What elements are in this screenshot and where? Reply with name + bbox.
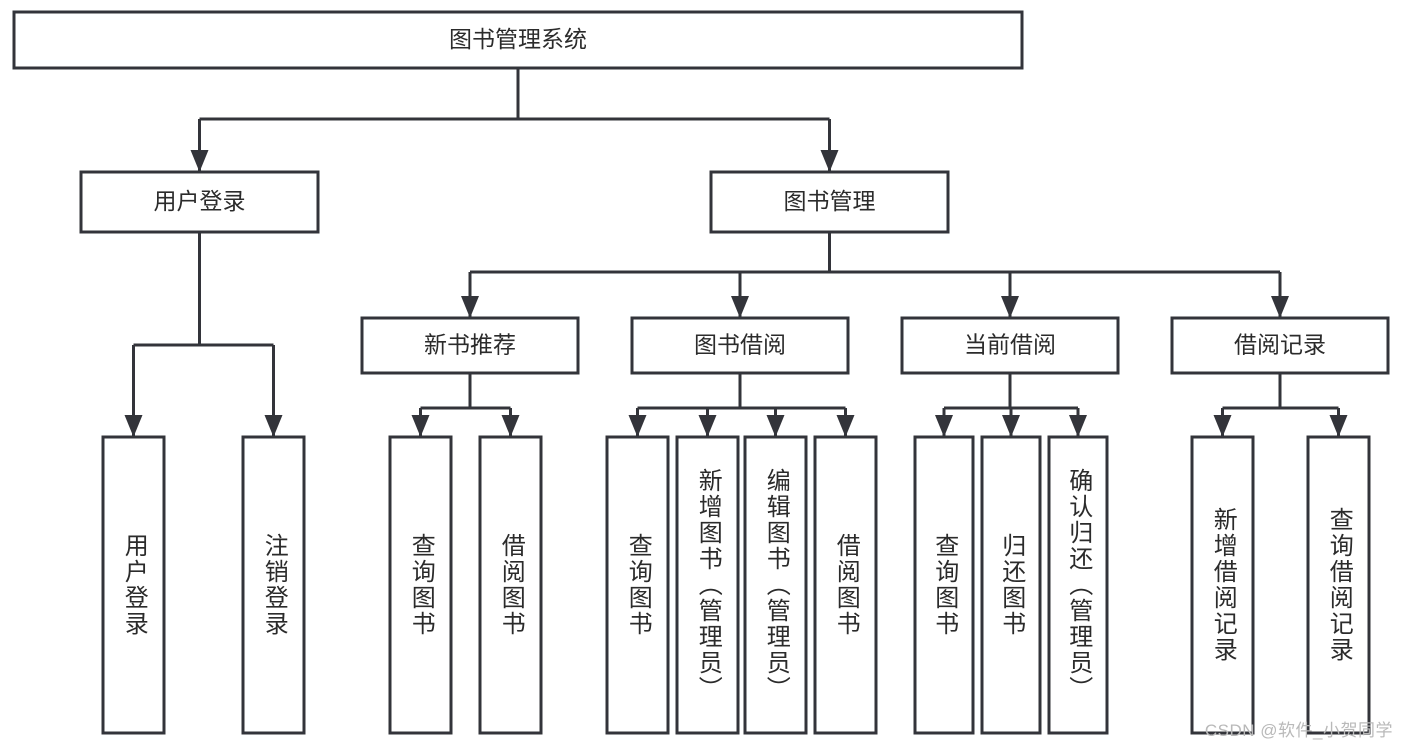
edges-layer — [124, 68, 1348, 437]
arrow-head — [1002, 415, 1020, 437]
arrow-head — [836, 415, 855, 437]
node-leaf-query-borrow-record[interactable] — [1306, 435, 1371, 735]
node-leaf-borrow-book-1[interactable] — [478, 435, 543, 735]
node-new-book-recommend[interactable]: 新书推荐 — [360, 316, 580, 375]
node-leaf-user-login[interactable] — [101, 435, 166, 735]
node-label: 借阅记录 — [1234, 332, 1326, 358]
arrow-head — [820, 150, 839, 172]
node-leaf-query-book-1[interactable] — [388, 435, 453, 735]
node-leaf-query-book-2[interactable] — [605, 435, 670, 735]
node-label: 图书借阅 — [694, 332, 786, 358]
node-user-login[interactable]: 用户登录 — [79, 170, 320, 234]
edge-newbook-to-leaves — [411, 373, 520, 437]
arrow-head — [698, 415, 717, 437]
edge-bookmgmt-to-level3 — [461, 232, 1289, 318]
node-leaf-add-borrow-record[interactable] — [1190, 435, 1255, 735]
node-leaf-edit-book[interactable] — [743, 435, 808, 735]
arrow-head — [1271, 296, 1289, 318]
node-label: 用户登录 — [154, 188, 246, 214]
arrow-head — [935, 415, 953, 437]
node-root[interactable]: 图书管理系统 — [12, 10, 1024, 70]
edge-currentborrow-to-leaves — [935, 373, 1087, 437]
arrow-head — [1329, 415, 1348, 437]
node-borrow-records[interactable]: 借阅记录 — [1170, 316, 1390, 375]
watermark: CSDN @软件_小贺同学 — [1204, 721, 1393, 740]
arrow-head — [1213, 415, 1232, 437]
arrow-head — [411, 415, 430, 437]
arrow-head — [264, 415, 283, 437]
edge-root-to-level2 — [190, 68, 839, 172]
node-current-borrow[interactable]: 当前借阅 — [900, 316, 1120, 375]
arrow-head — [731, 296, 749, 318]
edge-borrowrecords-to-leaves — [1213, 373, 1348, 437]
arrow-head — [461, 296, 479, 318]
node-leaf-user-logout[interactable] — [241, 435, 306, 735]
node-label: 图书管理 — [784, 188, 876, 214]
node-leaf-return-book[interactable] — [980, 435, 1042, 735]
arrow-head — [124, 415, 143, 437]
arrow-head — [1001, 296, 1019, 318]
edge-userlogin-to-leaves — [124, 232, 283, 437]
edge-bookborrow-to-leaves — [628, 373, 855, 437]
node-label: 当前借阅 — [964, 332, 1056, 358]
node-book-management[interactable]: 图书管理 — [709, 170, 950, 234]
node-book-borrow[interactable]: 图书借阅 — [630, 316, 850, 375]
arrow-head — [501, 415, 520, 437]
node-label: 图书管理系统 — [449, 26, 587, 52]
node-leaf-add-book[interactable] — [675, 435, 740, 735]
node-label: 新书推荐 — [424, 332, 516, 358]
arrow-head — [766, 415, 785, 437]
node-leaf-confirm-return[interactable] — [1047, 435, 1109, 735]
node-leaf-query-book-3[interactable] — [913, 435, 975, 735]
arrow-head — [190, 150, 209, 172]
node-leaf-borrow-book-2[interactable] — [813, 435, 878, 735]
arrow-head — [628, 415, 647, 437]
arrow-head — [1069, 415, 1087, 437]
